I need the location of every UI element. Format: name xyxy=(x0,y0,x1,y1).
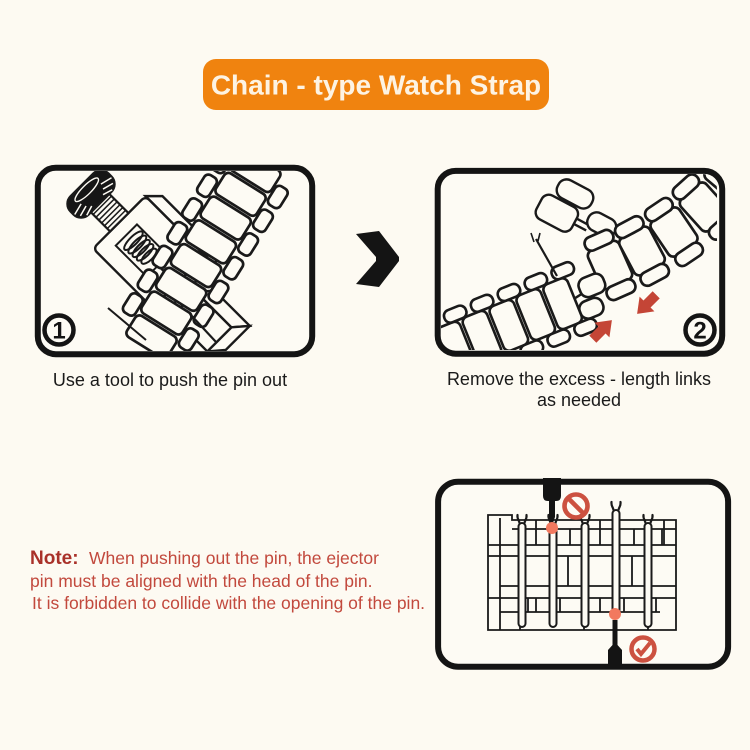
svg-text:It is forbidden to collide wit: It is forbidden to collide with the open… xyxy=(32,593,425,613)
svg-text:1: 1 xyxy=(52,318,65,345)
svg-text:Note:: Note: xyxy=(30,548,79,569)
svg-text:pin must be aligned with the h: pin must be aligned with the head of the… xyxy=(30,571,372,591)
svg-text:Use a tool to push the pin out: Use a tool to push the pin out xyxy=(53,370,287,390)
svg-text:Remove the excess - length lin: Remove the excess - length links xyxy=(447,369,711,389)
svg-text:Chain - type Watch Strap: Chain - type Watch Strap xyxy=(211,70,541,101)
svg-text:When pushing out the pin, the: When pushing out the pin, the ejector xyxy=(89,548,379,568)
svg-text:2: 2 xyxy=(693,318,706,345)
svg-text:as needed: as needed xyxy=(537,390,621,410)
